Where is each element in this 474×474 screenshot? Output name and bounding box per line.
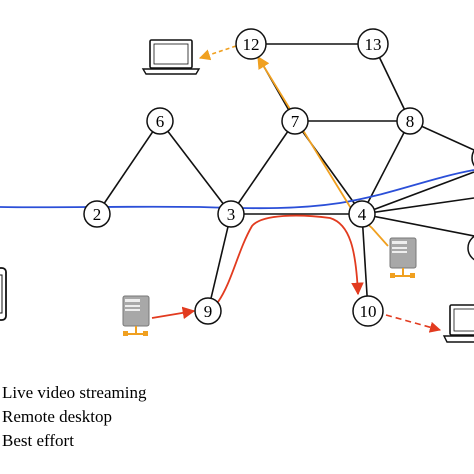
- link-3-9: [207, 213, 232, 312]
- link-4-offscreen-c: [361, 213, 474, 237]
- laptop-icon: [141, 39, 201, 75]
- best-effort-flow-to-laptop: [385, 314, 442, 333]
- tablet-icon: [0, 267, 7, 321]
- link-8-4: [361, 120, 411, 215]
- link-6-3: [159, 120, 232, 215]
- legend-item-best-effort: Best effort: [2, 431, 74, 450]
- node-offscreen-right: [467, 235, 474, 261]
- best-effort-flow-path: [151, 306, 196, 320]
- link-4-10: [361, 213, 369, 312]
- node-9-label: 9: [204, 302, 213, 321]
- node-6[interactable]: 6: [146, 107, 174, 135]
- node-3[interactable]: 3: [217, 200, 245, 228]
- node-10[interactable]: 10: [352, 295, 384, 327]
- node-2[interactable]: 2: [83, 200, 111, 228]
- node-4-label: 4: [358, 205, 367, 224]
- node-13[interactable]: 13: [357, 28, 389, 60]
- legend-item-desktop: Remote desktop: [2, 407, 112, 426]
- video-flow-path: [0, 169, 474, 210]
- node-6-label: 6: [156, 112, 165, 131]
- desktop-flow-to-laptop: [198, 45, 237, 61]
- link-4-offscreen-a: [361, 171, 474, 215]
- node-9[interactable]: 9: [194, 297, 222, 325]
- node-4[interactable]: 4: [348, 200, 376, 228]
- legend: Live video streaming Remote desktop Best…: [2, 383, 147, 450]
- node-13-label: 13: [365, 35, 382, 54]
- best-effort-flow-path-2: [217, 214, 364, 303]
- node-7-label: 7: [291, 112, 300, 131]
- laptop-icon: [442, 304, 474, 343]
- node-8-label: 8: [406, 112, 415, 131]
- link-2-6: [96, 120, 161, 215]
- flows: [0, 45, 474, 333]
- node-10-label: 10: [360, 302, 377, 321]
- node-12-label: 12: [243, 35, 260, 54]
- node-2-label: 2: [93, 205, 102, 224]
- server-icon: [122, 295, 150, 336]
- link-3-7: [230, 120, 296, 215]
- server-icon: [389, 237, 417, 278]
- node-12[interactable]: 12: [235, 28, 267, 60]
- link-4-offscreen-b: [361, 197, 474, 215]
- node-3-label: 3: [227, 205, 236, 224]
- network-links: [96, 43, 474, 312]
- node-7[interactable]: 7: [281, 107, 309, 135]
- network-nodes: 2 3 4 6 7 8 9 10: [83, 28, 474, 327]
- node-8[interactable]: 8: [396, 107, 424, 135]
- legend-item-video: Live video streaming: [2, 383, 147, 402]
